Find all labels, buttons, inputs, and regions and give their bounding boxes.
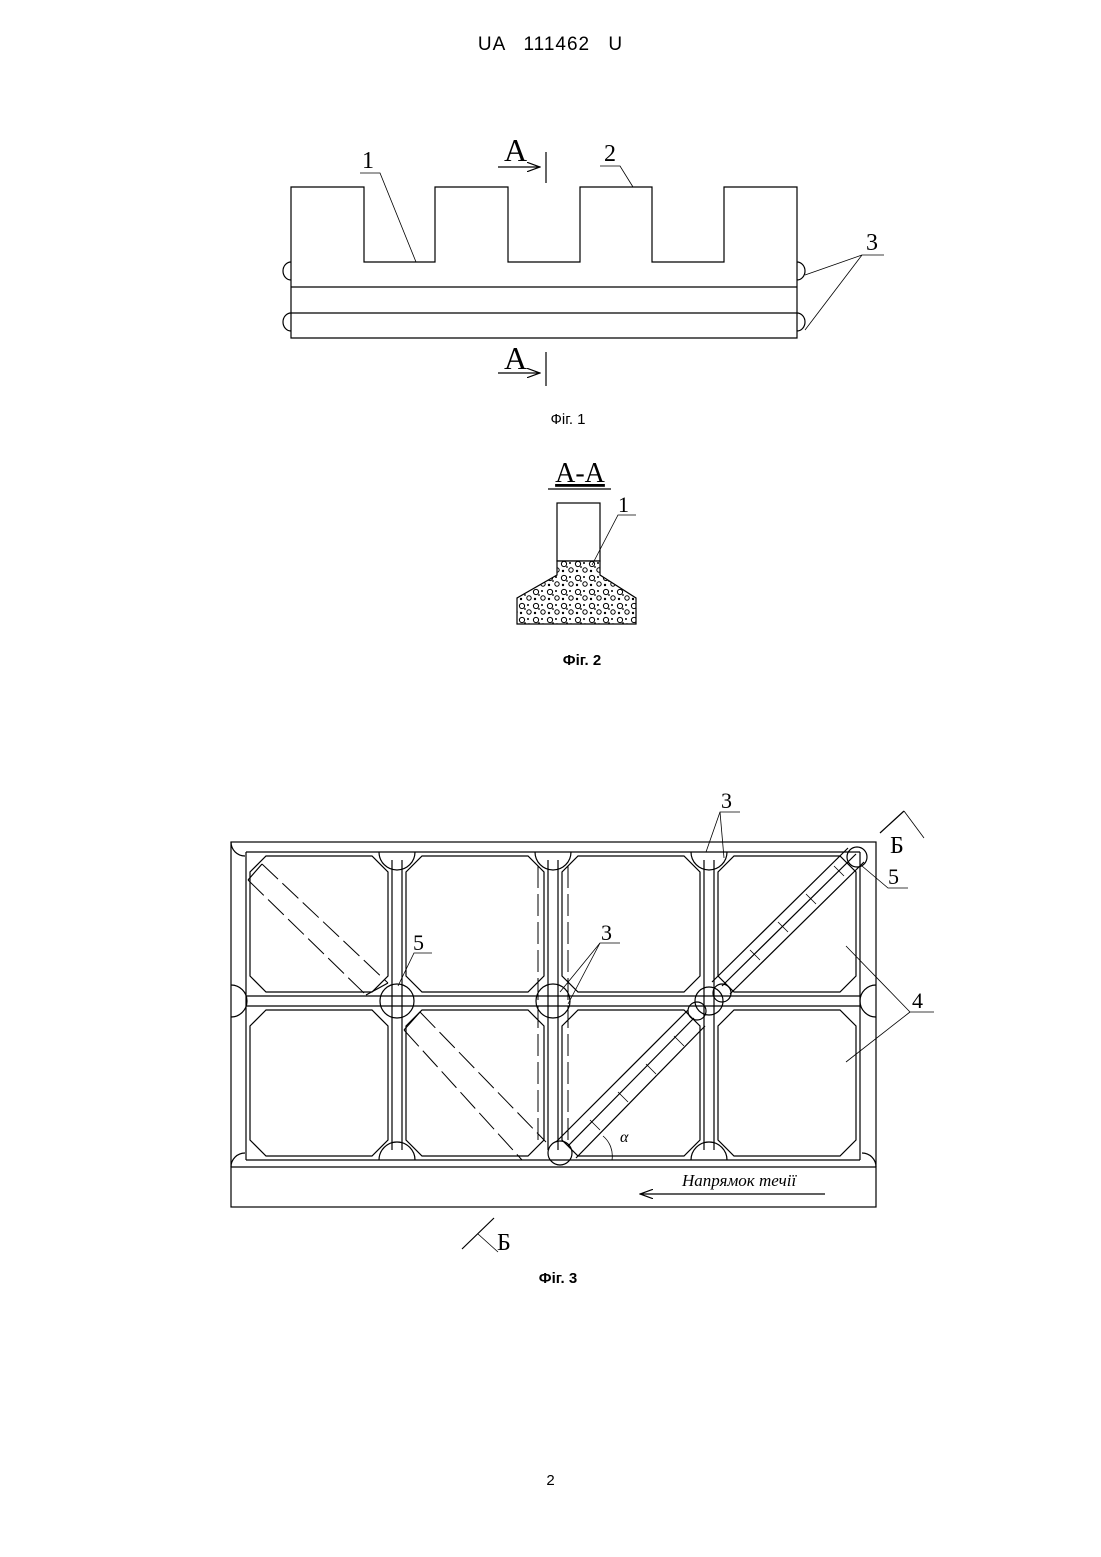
tube-end-right-bottom [797,313,805,331]
leader-1 [360,173,416,262]
figure-3: α Напрямок течії 3 3 5 5 4 Б Б [231,788,934,1256]
tube-end-left-bottom [283,313,291,331]
frame-outer [231,842,876,1207]
figure-2: А-А 1 [517,458,636,624]
label-5-left: 5 [413,930,424,955]
tube-end-right-top [797,262,805,280]
page-number: 2 [0,1472,1101,1489]
grid-bars [246,852,860,1160]
node-rings [231,842,876,1167]
label-2: 2 [604,141,616,167]
section-b-stroke-top [880,811,904,833]
flow-label: Напрямок течії [681,1171,797,1190]
leader-2 [600,166,633,187]
rib-body [557,503,600,561]
comb-profile [291,187,797,338]
label-3-mid: 3 [601,920,612,945]
leader-3-mid-b [568,943,600,1004]
label-5-right: 5 [888,864,899,889]
figure-3-caption: Фіг. 3 [539,1270,577,1287]
diagonal-boards-left [248,864,546,1160]
figure-1-caption: Фіг. 1 [550,411,585,428]
section-title: А-А [555,458,606,489]
label-3-top: 3 [721,788,732,813]
ladder-boards [556,848,864,1158]
label-4: 4 [912,988,923,1013]
tube-end-left-top [283,262,291,280]
vertical-board [538,866,568,1140]
leader-5-right [862,866,908,888]
figure-2-caption: Фіг. 2 [563,652,601,669]
section-mark-b-top: Б [890,833,904,859]
leader-3b [805,255,862,330]
section-b-arrow-top [904,811,924,838]
concrete-base [517,561,636,624]
leader-3-top-b [720,812,724,858]
label-3: 3 [866,230,878,256]
angle-label: α [620,1129,629,1146]
figure-1: А А 1 2 3 [283,132,884,386]
section-mark-bottom: А [504,340,527,376]
leader-3a [805,255,884,275]
leader-3-mid-a [560,943,620,992]
leader-fig2-1 [592,515,636,565]
label-1: 1 [362,148,374,174]
label-fig2-1: 1 [618,492,629,517]
section-mark-b-bottom: Б [497,1230,511,1256]
leader-5-left [398,953,432,986]
section-mark-top: А [504,132,527,168]
section-b-arrow-bottom [478,1234,498,1252]
